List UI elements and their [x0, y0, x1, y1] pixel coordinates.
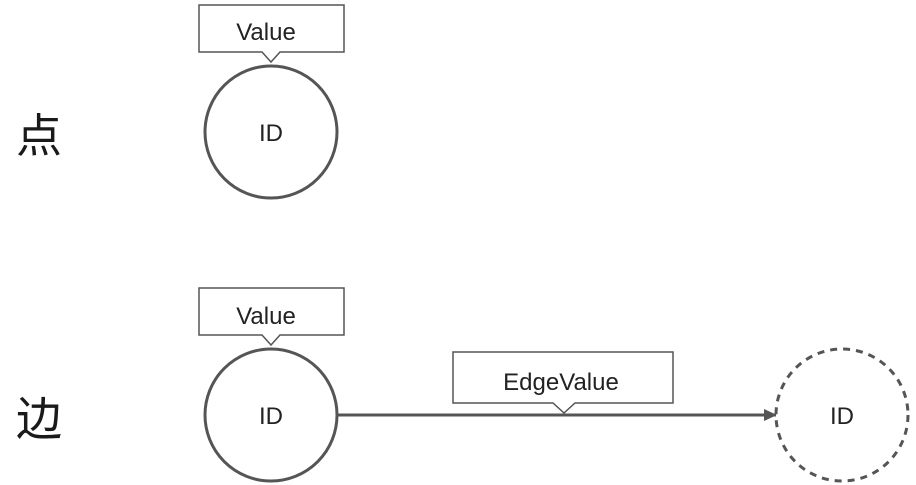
- vertex-node: ID: [203, 64, 339, 200]
- source-id-text: ID: [259, 403, 283, 430]
- vertex-value-text: Value: [236, 19, 296, 46]
- edge-value-text: EdgeValue: [503, 369, 619, 396]
- target-node: ID: [774, 347, 910, 483]
- edge-row-label: 边: [16, 392, 62, 446]
- source-value-text: Value: [236, 303, 296, 330]
- source-node: ID: [203, 347, 339, 483]
- target-id-text: ID: [830, 403, 854, 430]
- source-value-callout: Value: [198, 287, 345, 347]
- vertex-value-callout: Value: [198, 4, 345, 64]
- vertex-row-label: 点: [16, 109, 62, 163]
- vertex-id-text: ID: [259, 120, 283, 147]
- edge-value-callout: EdgeValue: [452, 351, 674, 415]
